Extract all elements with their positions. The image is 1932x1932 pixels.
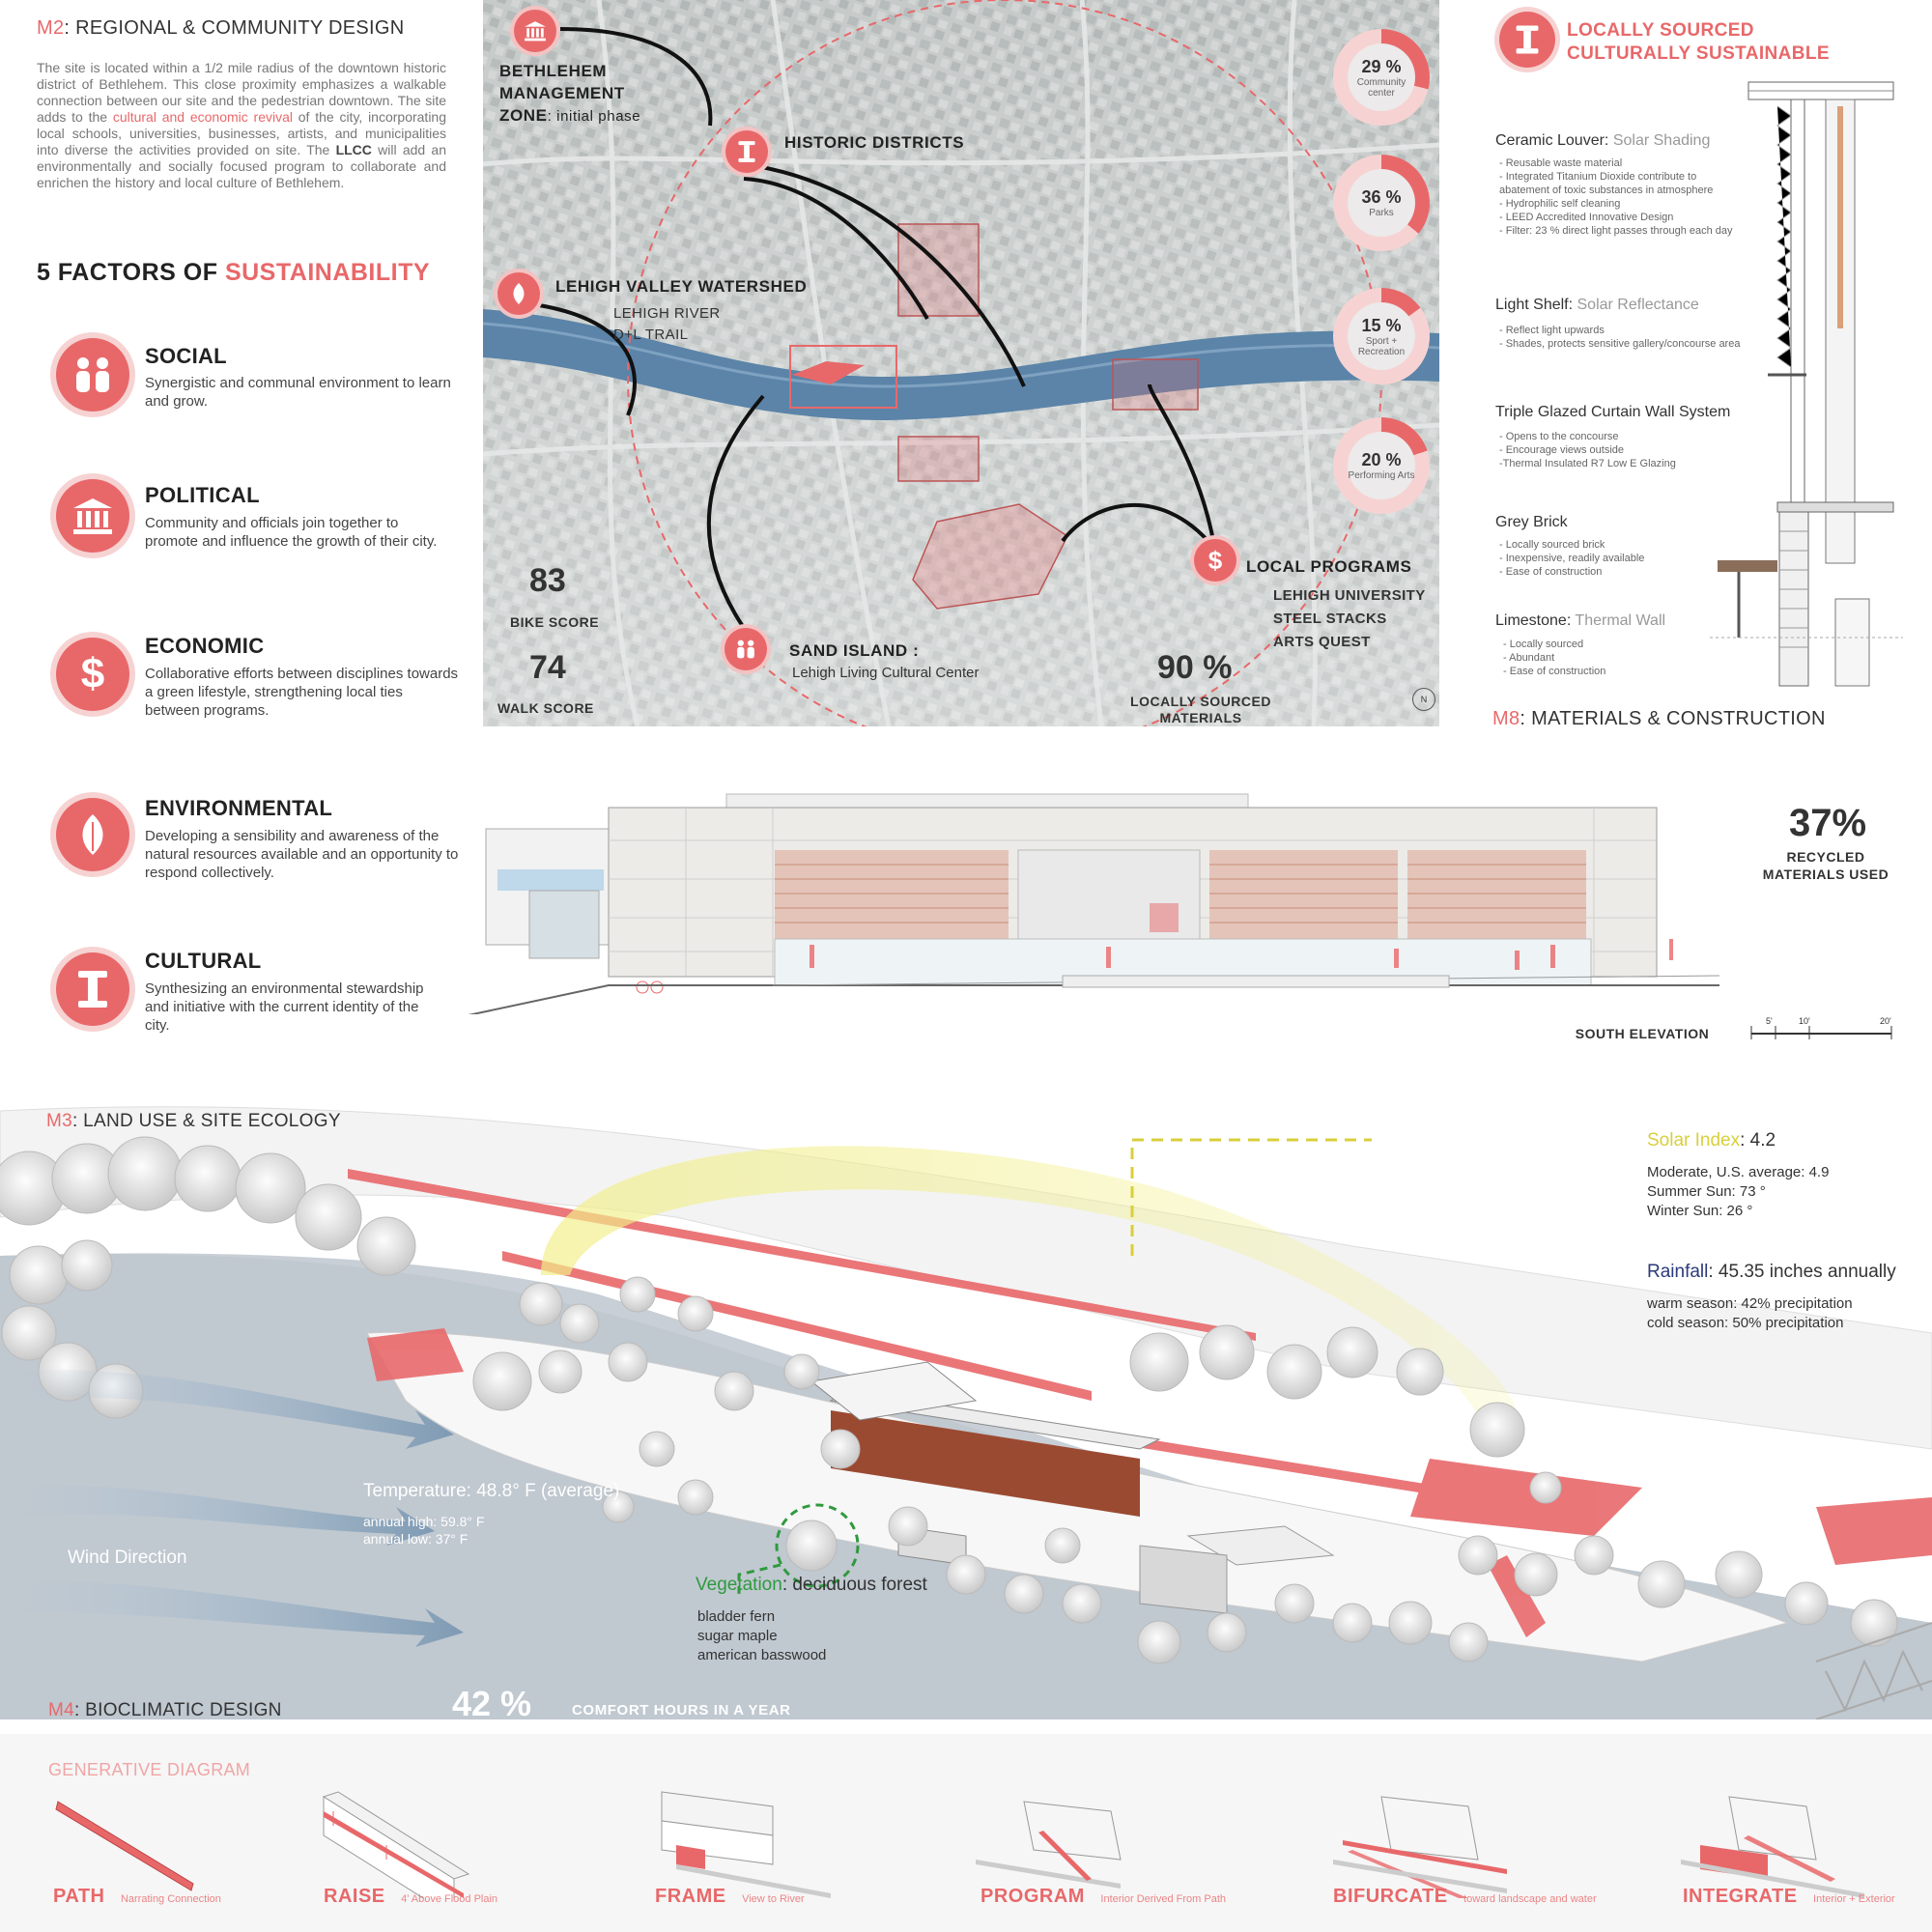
- generative-band: [0, 1734, 1932, 1932]
- generative-step: RAISE 4' Above Flood Plain: [324, 1886, 498, 1907]
- column-icon: [725, 130, 768, 173]
- leaf-icon: [56, 798, 129, 871]
- site-ecology-axon: [0, 1082, 1932, 1719]
- material-bullets: - Reflect light upwards- Shades, protect…: [1499, 325, 1741, 350]
- material-name: Limestone: Thermal Wall: [1495, 612, 1666, 629]
- local-materials-pct: 90 %: [1157, 649, 1233, 686]
- people-icon: [56, 338, 129, 412]
- sand-island-sub: Lehigh Living Cultural Center: [792, 665, 980, 681]
- program-ring: 29 %Community center: [1333, 29, 1430, 126]
- generative-diagrams: [55, 1791, 1864, 1898]
- comfort-pct: 42 %: [452, 1684, 532, 1723]
- comfort-label: COMFORT HOURS IN A YEAR: [572, 1702, 791, 1719]
- factor-name: ENVIRONMENTAL: [145, 796, 333, 820]
- bethlehem-zone-label: BETHLEHEM MANAGEMENT ZONE: initial phase: [499, 62, 641, 125]
- material-name: Light Shelf: Solar Reflectance: [1495, 297, 1699, 313]
- people-icon: [724, 628, 767, 670]
- generative-step: INTEGRATE Interior + Exterior: [1683, 1886, 1895, 1907]
- m2-title: M2: REGIONAL & COMMUNITY DESIGN: [37, 17, 405, 39]
- recycled-pct: 37%: [1789, 802, 1867, 844]
- leaf-icon: [497, 272, 540, 315]
- solar-index: Solar Index: 4.2: [1647, 1130, 1776, 1151]
- generative-title: GENERATIVE DIAGRAM: [48, 1760, 251, 1779]
- material-name: Triple Glazed Curtain Wall System: [1495, 404, 1731, 420]
- material-bullets: - Reusable waste material- Integrated Ti…: [1499, 157, 1733, 237]
- scale-mark: 10': [1799, 1016, 1810, 1026]
- m2-intro: The site is located within a 1/2 mile ra…: [37, 60, 447, 190]
- material-name: Ceramic Louver: Solar Shading: [1495, 132, 1711, 149]
- factor-desc: Synergistic and communal environment to …: [145, 375, 451, 410]
- generative-step: PATH Narrating Connection: [53, 1886, 221, 1907]
- program-ring: 36 %Parks: [1333, 155, 1430, 251]
- sand-island-label: SAND ISLAND :: [789, 641, 920, 660]
- south-elevation-drawing: [468, 793, 1720, 1014]
- factor-name: SOCIAL: [145, 344, 227, 368]
- column-icon: [56, 952, 129, 1026]
- factor-desc: Collaborative efforts between discipline…: [145, 666, 459, 719]
- bike-score-label: BIKE SCORE: [510, 614, 600, 630]
- factor-desc: Synthesizing an environmental stewardshi…: [145, 980, 424, 1034]
- solar-label: Solar Index: [1647, 1130, 1741, 1151]
- scale-bar: [1750, 1026, 1892, 1039]
- m3-title: M3: LAND USE & SITE ECOLOGY: [46, 1111, 341, 1131]
- factor-name: ECONOMIC: [145, 634, 265, 658]
- material-bullets: - Opens to the concourse- Encourage view…: [1499, 431, 1676, 469]
- vegetation: Vegetation: deciduous forest: [696, 1575, 927, 1595]
- material-name: Grey Brick: [1495, 514, 1568, 530]
- building-icon: [514, 10, 556, 52]
- local-program-item: ARTS QUEST: [1273, 634, 1371, 650]
- column-icon: [1499, 12, 1555, 68]
- temperature: Temperature: 48.8° F (average): [363, 1481, 620, 1501]
- factor-desc: Community and officials join together to…: [145, 515, 438, 550]
- m4-title: M4: BIOCLIMATIC DESIGN: [48, 1700, 282, 1720]
- factor-desc: Developing a sensibility and awareness o…: [145, 828, 459, 881]
- scale-mark: 20': [1880, 1016, 1891, 1026]
- dollar-icon: $: [56, 638, 129, 711]
- generative-step: PROGRAM Interior Derived From Path: [980, 1886, 1227, 1907]
- dl-trail-label: D+L TRAIL: [613, 327, 689, 343]
- generative-step: FRAME View to River: [655, 1886, 805, 1907]
- local-programs-label: LOCAL PROGRAMS: [1246, 557, 1412, 576]
- program-ring: 15 %Sport + Recreation: [1333, 288, 1430, 384]
- factor-name: POLITICAL: [145, 483, 260, 507]
- program-ring: 20 %Performing Arts: [1333, 417, 1430, 514]
- factor-name: CULTURAL: [145, 949, 262, 973]
- historic-districts-label: HISTORIC DISTRICTS: [784, 133, 965, 152]
- dollar-icon: $: [1194, 539, 1236, 582]
- wind-direction-label: Wind Direction: [68, 1548, 187, 1568]
- scale-mark: 5': [1766, 1016, 1773, 1026]
- building-icon: [56, 479, 129, 553]
- material-bullets: - Locally sourced- Abundant- Ease of con…: [1503, 639, 1606, 677]
- north-arrow-icon: N: [1412, 688, 1435, 711]
- local-program-item: STEEL STACKS: [1273, 611, 1387, 627]
- watershed-label: LEHIGH VALLEY WATERSHED: [555, 277, 808, 296]
- local-program-item: LEHIGH UNIVERSITY: [1273, 587, 1426, 604]
- factors-title: 5 FACTORS OF SUSTAINABILITY: [37, 259, 431, 286]
- map-graphic: [483, 0, 1439, 726]
- south-elevation-label: SOUTH ELEVATION: [1575, 1026, 1710, 1041]
- lehigh-river-label: LEHIGH RIVER: [613, 305, 721, 322]
- wall-section-drawing: [1710, 81, 1903, 687]
- walk-score-label: WALK SCORE: [497, 700, 594, 716]
- material-bullets: - Locally sourced brick- Inexpensive, re…: [1499, 539, 1645, 578]
- bike-score: 83: [529, 562, 566, 599]
- walk-score: 74: [529, 649, 566, 686]
- m8-title: M8: MATERIALS & CONSTRUCTION: [1492, 708, 1826, 729]
- generative-step: BIFURCATE toward landscape and water: [1333, 1886, 1597, 1907]
- rainfall: Rainfall: 45.35 inches annually: [1647, 1262, 1896, 1282]
- site-map: BETHLEHEM MANAGEMENT ZONE: initial phase…: [483, 0, 1439, 726]
